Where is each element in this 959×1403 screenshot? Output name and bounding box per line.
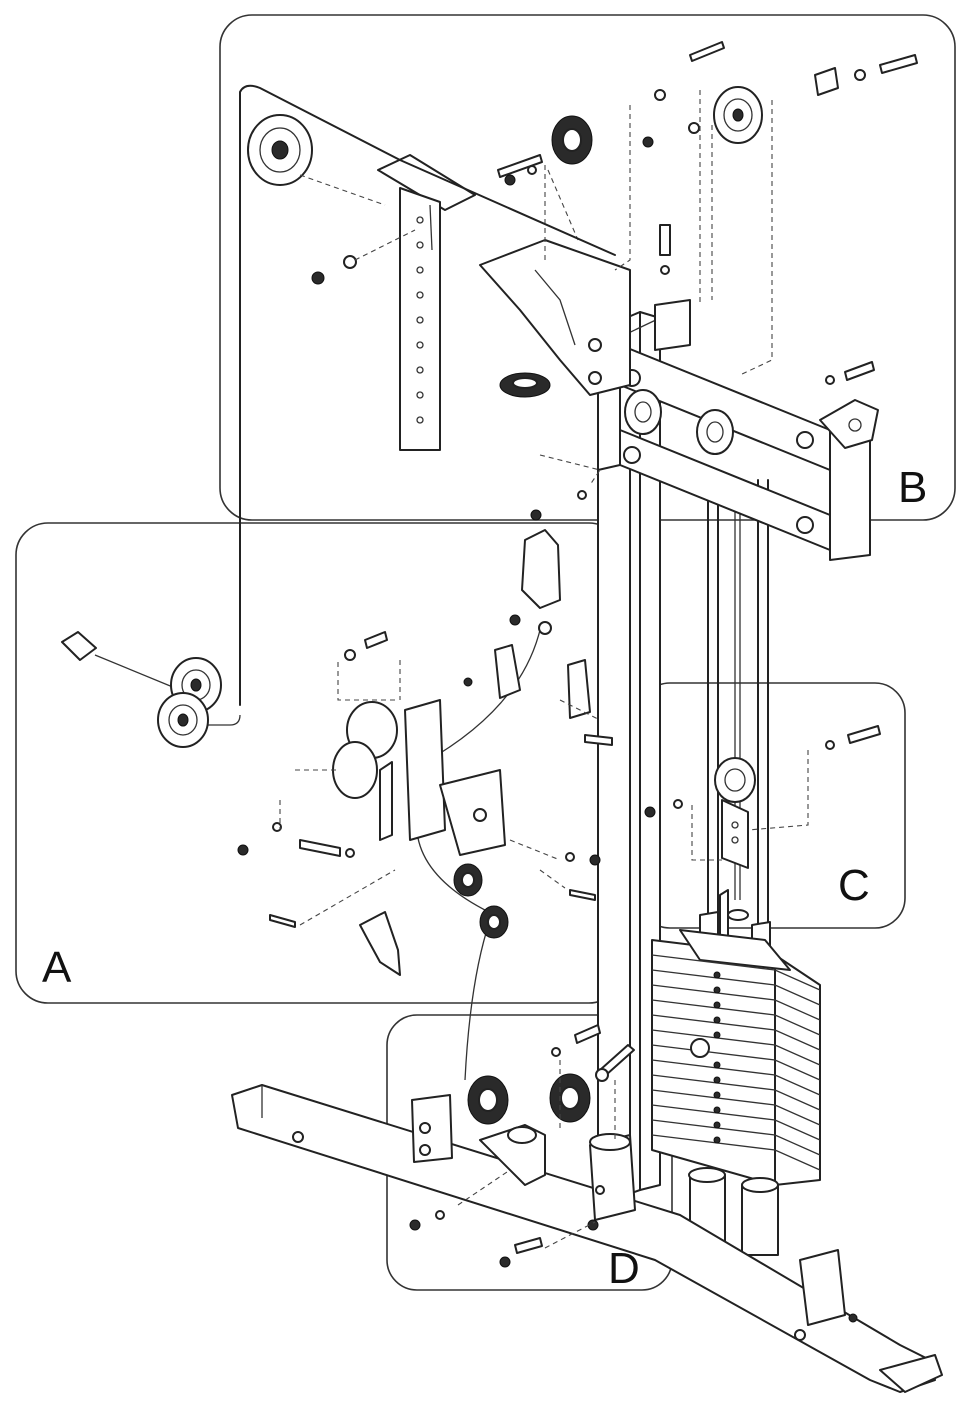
loose-pulley-top <box>499 372 551 398</box>
cable-end-cap <box>61 631 97 661</box>
bottom-pulley-bracket <box>411 1094 546 1186</box>
top-pulley-bracket <box>479 239 691 396</box>
small-pulley-a2 <box>479 905 509 939</box>
callout-box-b <box>219 14 956 521</box>
hardware-b <box>311 41 918 521</box>
frame-pulley-left <box>624 389 662 435</box>
alignment-lines-b <box>299 90 773 486</box>
callout-label-a: A <box>42 943 72 992</box>
frame-pulley-right <box>696 409 734 455</box>
bottom-pulley-left <box>467 1075 509 1125</box>
weight-stack-pulley <box>714 757 756 869</box>
cable <box>94 84 631 1201</box>
alignment-lines-d <box>457 1060 616 1249</box>
small-pulley-a1 <box>453 863 483 897</box>
alignment-lines-a <box>279 660 601 926</box>
hardware-d <box>409 1024 635 1268</box>
column-base-mount <box>587 1133 636 1231</box>
guide-rods <box>707 469 769 946</box>
weight-stack <box>651 929 821 1186</box>
top-crossbar-frame <box>597 344 879 561</box>
hook-bracket-mid-left <box>494 644 521 699</box>
hook-bracket-top <box>509 529 561 635</box>
top-pulley-far-left <box>247 114 313 186</box>
base-frame <box>231 1084 943 1393</box>
swivel-pulley-housing <box>332 699 506 856</box>
hardware-a <box>237 631 613 928</box>
callout-label-b: B <box>898 463 927 512</box>
hook-bracket-mid-right <box>567 659 591 719</box>
cable-cover-plate <box>359 911 401 976</box>
bottom-pulley-right <box>549 1073 591 1123</box>
adjustment-arm <box>377 154 476 451</box>
alignment-lines-c <box>691 750 809 861</box>
callout-label-c: C <box>838 861 870 910</box>
top-pulley-right <box>713 86 763 144</box>
hardware-c <box>644 725 881 818</box>
top-pulley-center <box>551 115 593 165</box>
pulley-a-lower <box>157 692 209 748</box>
